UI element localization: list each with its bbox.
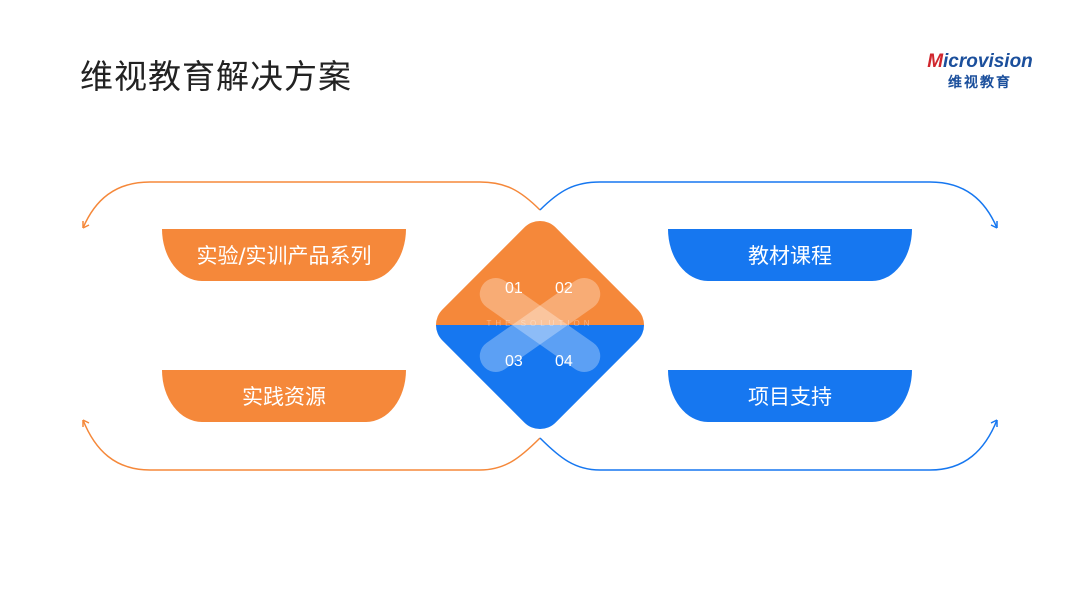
page-title: 维视教育解决方案 [80,57,352,96]
blue-loop-bottom [539,419,998,471]
item-experiment-products: 实验/实训产品系列 [162,229,406,281]
blue-loop-top [539,181,998,229]
item-project-support: 项目支持 [668,370,912,422]
logo: Microvision 维视教育 [927,51,1033,92]
blue-arrow-bottom [990,419,998,427]
blue-arrow-top [990,221,998,229]
orange-arrow-bottom [82,419,90,427]
item-practice-resources: 实践资源 [162,370,406,422]
number-02: 02 [555,280,573,297]
solution-subtitle: THE SOLUTION [486,319,594,328]
number-04: 04 [555,353,573,370]
orange-loop-bottom [82,419,541,471]
item-textbook-courses: 教材课程 [668,229,912,281]
orange-arrow-top [82,221,90,229]
number-01: 01 [505,280,523,297]
number-03: 03 [505,353,523,370]
orange-loop-top [82,181,541,229]
